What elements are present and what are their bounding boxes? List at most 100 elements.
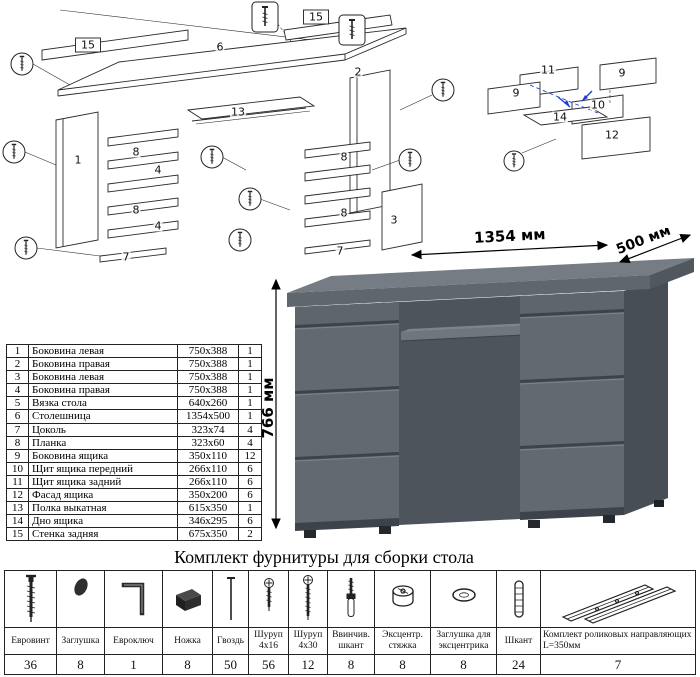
hardware-qty: 8 [57, 654, 104, 674]
part-number: 9 [6, 448, 29, 463]
part-name: Фасад ящика [28, 488, 178, 503]
part-qty: 2 [238, 527, 262, 542]
part-size: 640x260 [177, 396, 239, 411]
dowel-icon [497, 571, 540, 627]
hardware-item: Эксцентр. стяжка 8 [375, 571, 431, 674]
exploded-diagram-drawer: 11 9 9 10 14 12 [460, 45, 700, 185]
exploded-diagram-main-drawing [0, 1, 465, 263]
hardware-qty: 1 [105, 654, 162, 674]
part-callout-label: 15 [303, 9, 329, 25]
drawer-callout-detail [503, 150, 525, 172]
hardware-name: Заглушка [57, 627, 104, 654]
part-number: 14 [6, 514, 29, 529]
part-name: Щит ящика задний [28, 474, 178, 490]
part-size: 346x295 [177, 514, 239, 529]
part-number: 7 [6, 422, 29, 437]
exploded-desk-lines [24, 3, 433, 263]
plug-icon [57, 571, 104, 627]
hardware-item: Комплект роликовых направляющих L=350мм … [541, 571, 695, 674]
hardware-item: Ножка 8 [163, 571, 213, 674]
part-callout-label: 9 [511, 86, 521, 100]
part-number: 10 [6, 461, 29, 476]
hardware-qty: 8 [328, 654, 374, 674]
part-qty: 1 [238, 343, 262, 359]
part-callout-label: 8 [131, 145, 141, 159]
assembly-direction-arrows [529, 84, 599, 114]
desk-render: 1354 мм 500 мм 766 мм [262, 228, 700, 548]
hardware-item: Ввинчив. шкант 8 [328, 571, 375, 674]
hardware-table: Евровинт 36 Заглушка 8 Евроключ 1 [4, 570, 696, 675]
part-callout-label: 7 [121, 250, 131, 264]
part-number: 3 [6, 370, 29, 385]
hardware-qty: 8 [431, 654, 496, 674]
part-qty: 1 [238, 357, 262, 372]
desk-feet [304, 500, 664, 538]
part-size: 350x110 [177, 448, 239, 463]
exploded-diagram-main: 15 6 15 2 1 8 4 8 4 13 8 8 7 7 3 [0, 0, 465, 315]
desk-left-pedestal [294, 302, 400, 531]
hardware-name: Ввинчив. шкант [328, 627, 374, 654]
hardware-name: Гвоздь [213, 627, 248, 654]
part-number: 4 [6, 383, 29, 398]
part-number: 12 [6, 488, 29, 503]
part-callout-label: 7 [335, 244, 345, 258]
hardware-item: Евроключ 1 [105, 571, 163, 674]
hex-key-icon [105, 571, 162, 627]
desk-knee-space [399, 296, 530, 525]
part-size: 266x110 [177, 461, 239, 476]
part-name: Планка [28, 435, 178, 450]
hardware-qty: 56 [249, 654, 288, 674]
cam-lock-icon [375, 571, 430, 627]
drawer-slides-icon [541, 571, 695, 627]
part-number: 15 [6, 527, 29, 542]
part-callout-label: 2 [353, 65, 363, 79]
part-name: Боковина ящика [28, 448, 178, 463]
hardware-name: Ножка [163, 627, 212, 654]
part-callout-label: 11 [540, 63, 556, 77]
hardware-name: Евровинт [5, 627, 56, 654]
exploded-drawer-lines [487, 57, 657, 160]
part-callout-label: 12 [604, 128, 620, 142]
part-qty: 6 [238, 488, 262, 503]
part-name: Полка выкатная [28, 501, 178, 516]
height-dimension-label: 766 мм [262, 377, 277, 438]
desk-top [287, 258, 694, 307]
part-number: 5 [6, 396, 29, 411]
hardware-name: Шуруп 4х30 [289, 627, 327, 654]
part-number: 6 [6, 409, 29, 424]
part-name: Столешница [28, 409, 178, 424]
hardware-item: Шуруп 4х16 56 [249, 571, 289, 674]
part-size: 750x388 [177, 343, 239, 359]
part-name: Вязка стола [28, 396, 178, 411]
part-size: 323x60 [177, 435, 239, 450]
part-size: 750x388 [177, 370, 239, 385]
part-number: 8 [6, 435, 29, 450]
part-qty: 6 [238, 474, 262, 490]
part-callout-label: 4 [153, 219, 163, 233]
part-qty: 1 [238, 383, 262, 398]
hardware-name: Шкант [497, 627, 540, 654]
part-name: Боковина левая [28, 343, 178, 359]
desk-render-drawing: 1354 мм 500 мм 766 мм [262, 228, 694, 538]
cam-cap-icon [431, 571, 496, 627]
part-size: 1354x500 [177, 409, 239, 424]
hardware-item: Евровинт 36 [5, 571, 57, 674]
part-callout-label: 13 [230, 105, 246, 119]
hardware-qty: 7 [541, 654, 695, 674]
part-size: 750x388 [177, 357, 239, 372]
part-size: 615x350 [177, 501, 239, 516]
hardware-name: Эксцентр. стяжка [375, 627, 430, 654]
part-size: 350x200 [177, 488, 239, 503]
hardware-name: Комплект роликовых направляющих L=350мм [541, 627, 695, 654]
nail-icon [213, 571, 248, 627]
